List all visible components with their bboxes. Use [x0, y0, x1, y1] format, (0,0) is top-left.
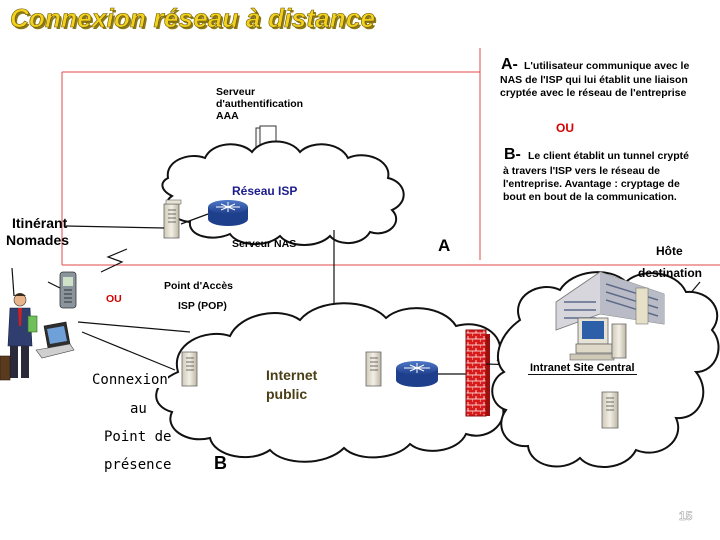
traveler-links	[11, 267, 61, 297]
nomads-label-line-1: Itinérant	[12, 215, 68, 231]
building-icon	[555, 271, 665, 331]
isp-router-icon	[208, 200, 248, 226]
note-a-line-2: NAS de l'ISP qui lui établit une liaison	[500, 74, 688, 86]
ou-right-label: OU	[556, 121, 574, 135]
aaa-label-line-2: d'authentification	[216, 98, 304, 110]
nas-links	[65, 213, 209, 273]
marker-a: A	[438, 236, 451, 255]
connexion-label-line-4: présence	[104, 457, 172, 473]
traveler-person-icon	[0, 293, 38, 381]
aaa-label-line-1: Serveur	[216, 86, 256, 98]
note-a-line-3: cryptée avec le réseau de l'entreprise	[500, 87, 687, 99]
note-a-line-1: L'utilisateur communique avec le	[524, 60, 690, 72]
nomads-label-line-2: Nomades	[6, 232, 70, 248]
note-a-letter: A-	[501, 56, 518, 73]
host-label-line-2: destination	[638, 266, 703, 280]
note-frame	[61, 48, 720, 266]
laptop-icon	[35, 321, 75, 359]
aaa-label-line-3: AAA	[216, 110, 239, 122]
connexion-label-line-1: Connexion	[92, 372, 168, 388]
nas-server-icon	[163, 199, 182, 239]
internet-label-line-1: Internet	[266, 367, 318, 383]
note-b-line-2: à travers l'ISP vers le réseau de	[503, 165, 660, 177]
internet-router-icon	[396, 361, 438, 387]
intranet-label: Intranet Site Central	[528, 362, 637, 375]
pop-label-line-2: ISP (POP)	[178, 300, 227, 312]
internet-label-line-2: public	[266, 386, 308, 402]
desktop-computer-icon	[569, 317, 627, 361]
page-number: 15	[679, 509, 693, 524]
note-b-line-1: Le client établit un tunnel crypté	[528, 150, 690, 162]
host-label-line-1: Hôte	[656, 244, 683, 258]
firewall-icon	[465, 329, 490, 417]
internet-server-icon	[365, 351, 382, 387]
note-b-line-4: bout en bout de la communication.	[503, 191, 677, 203]
nas-label: Serveur NAS	[232, 238, 297, 250]
connexion-label-line-2: au	[130, 401, 147, 417]
pop-label-line-1: Point d'Accès	[164, 280, 234, 292]
isp-cloud-label: Réseau ISP	[232, 184, 298, 198]
connexion-label-line-3: Point de	[104, 429, 172, 445]
pop-server-icon	[181, 351, 198, 387]
ou-left-label: OU	[106, 293, 122, 305]
note-b-letter: B-	[504, 146, 521, 163]
mobile-phone-icon	[59, 271, 77, 309]
note-b-line-3: l'entreprise. Avantage : cryptage de	[503, 178, 680, 190]
internet-cloud	[155, 302, 516, 463]
marker-b: B	[214, 453, 227, 473]
corporate-server-icon	[601, 391, 619, 429]
page-title: Connexion réseau à distance	[10, 3, 376, 34]
